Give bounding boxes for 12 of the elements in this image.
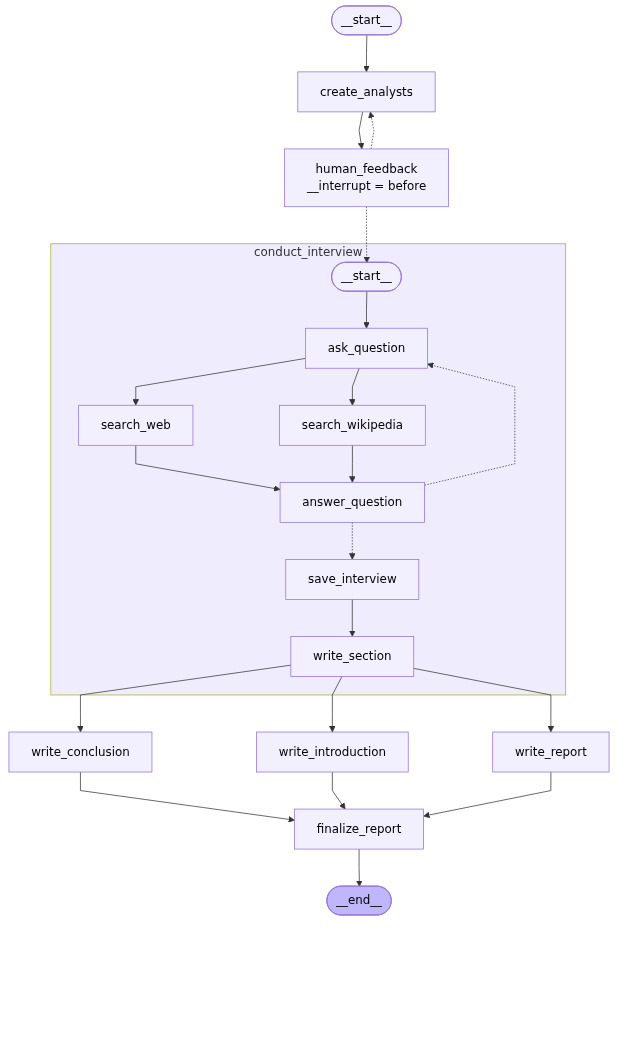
node-box: create_analysts xyxy=(297,71,436,113)
node-box: save_interview xyxy=(285,559,420,600)
node-box: ask_question xyxy=(305,327,428,369)
node-box: answer_question xyxy=(279,481,425,523)
node-box: write_introduction xyxy=(256,731,409,773)
node-box: finalize_report xyxy=(294,808,424,850)
node-box: write_conclusion xyxy=(8,731,153,773)
node-box: human_feedback __interrupt = before xyxy=(284,148,449,208)
node-box: write_section xyxy=(290,636,415,677)
node-box: search_wikipedia xyxy=(279,404,426,446)
node-box: write_report xyxy=(492,731,610,773)
node-box: search_web xyxy=(78,404,194,446)
